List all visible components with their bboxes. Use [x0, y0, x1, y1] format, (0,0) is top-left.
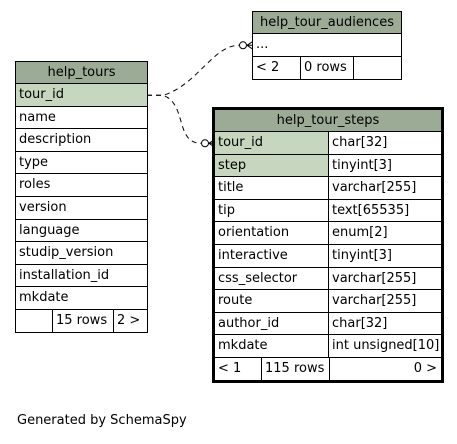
table-footer: 15 rows 2 >	[16, 309, 147, 332]
column-name[interactable]: title	[215, 177, 329, 199]
column-name[interactable]: ...	[256, 37, 269, 52]
table-footer: < 2 0 rows	[253, 56, 401, 79]
table-row: description	[16, 129, 147, 152]
column-name[interactable]: tour_id	[215, 132, 329, 154]
table-row: language	[16, 220, 147, 243]
relation-tours-to-steps	[147, 94, 202, 144]
column-name[interactable]: installation_id	[19, 267, 110, 283]
column-type: tinyint[3]	[332, 157, 393, 173]
table-row: name	[16, 107, 147, 130]
column-type: tinyint[3]	[332, 247, 393, 263]
column-type: text[65535]	[332, 202, 410, 218]
column-type: char[32]	[332, 315, 388, 331]
footer-left	[16, 309, 53, 332]
parent-link[interactable]: < 2	[253, 56, 301, 79]
table-row: roles	[16, 174, 147, 197]
column-name[interactable]: tour_id	[16, 84, 147, 106]
column-name[interactable]: language	[19, 222, 80, 238]
table-row: ...	[253, 34, 401, 57]
column-name[interactable]: route	[215, 290, 329, 312]
table-row: installation_id	[16, 265, 147, 288]
table-title[interactable]: help_tour_audiences	[253, 12, 401, 34]
column-name[interactable]: studip_version	[19, 245, 114, 261]
child-link[interactable]: 2 >	[117, 312, 141, 328]
footer-right	[354, 57, 401, 79]
column-list: ...	[253, 34, 401, 57]
table-footer: < 1 115 rows 0 >	[215, 357, 441, 380]
table-row: type	[16, 152, 147, 175]
relation-tours-to-audiences	[147, 44, 240, 96]
table-row: tour_id	[16, 84, 147, 107]
parent-link[interactable]: < 1	[215, 357, 262, 380]
table-row: mkdate	[16, 287, 147, 310]
row-count: 115 rows	[262, 357, 330, 380]
row-count: 15 rows	[53, 309, 114, 332]
column-type: int unsigned[10]	[332, 338, 440, 354]
column-name[interactable]: orientation	[215, 222, 329, 244]
child-link[interactable]: 0 >	[413, 360, 437, 376]
row-count: 0 rows	[301, 56, 354, 79]
column-name[interactable]: version	[19, 199, 67, 215]
column-name[interactable]: mkdate	[215, 335, 329, 357]
table-title[interactable]: help_tours	[16, 62, 147, 84]
table-help-tour-audiences[interactable]: help_tour_audiences ... < 2 0 rows	[252, 11, 402, 80]
column-type: varchar[255]	[332, 293, 417, 309]
column-name[interactable]: roles	[19, 177, 51, 193]
column-name[interactable]: name	[19, 109, 56, 125]
column-name[interactable]: description	[19, 132, 92, 148]
column-name[interactable]: interactive	[215, 244, 329, 267]
relation-end-audiences	[239, 40, 254, 50]
table-title[interactable]: help_tour_steps	[215, 110, 441, 132]
column-type: varchar[255]	[332, 180, 417, 196]
column-name[interactable]: mkdate	[19, 290, 69, 306]
column-name[interactable]: css_selector	[215, 267, 329, 290]
column-type: char[32]	[332, 135, 388, 150]
column-name[interactable]: tip	[215, 199, 329, 222]
column-name[interactable]: type	[19, 154, 49, 170]
column-name[interactable]: step	[215, 154, 329, 177]
table-row: version	[16, 197, 147, 220]
column-type: varchar[255]	[332, 270, 417, 286]
column-name[interactable]: author_id	[215, 312, 329, 335]
generated-by-label: Generated by SchemaSpy	[17, 413, 187, 428]
table-row: studip_version	[16, 242, 147, 265]
column-type: enum[2]	[332, 225, 388, 241]
